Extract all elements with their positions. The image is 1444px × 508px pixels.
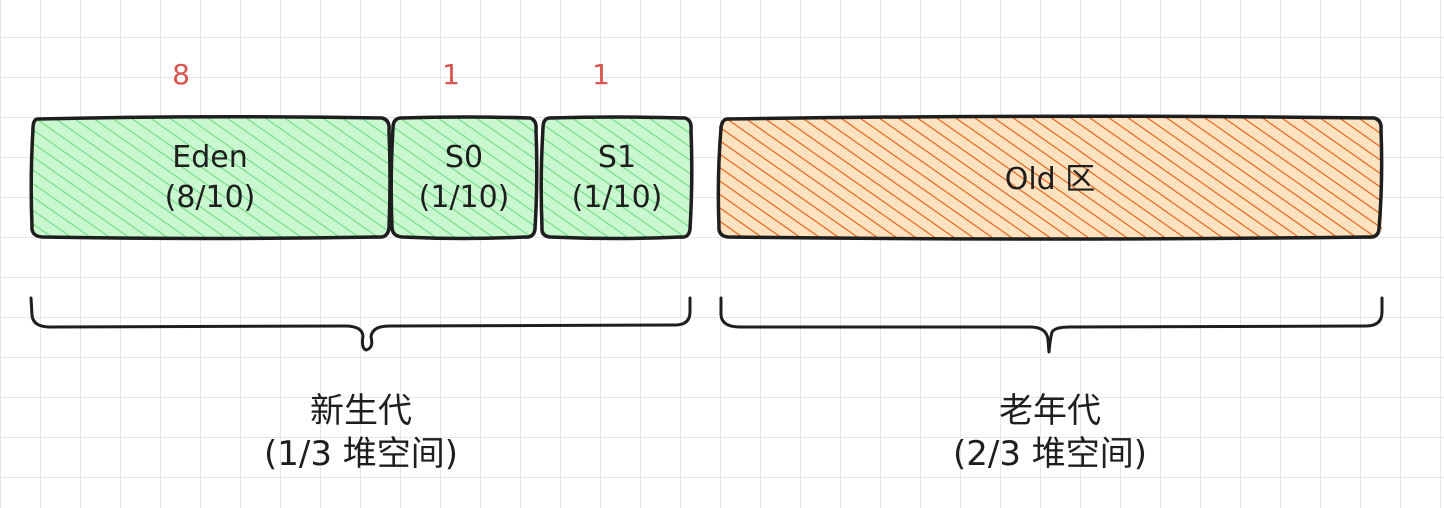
eden-name: Eden (172, 140, 247, 175)
eden-fraction: (8/10) (165, 180, 256, 215)
old-box (719, 118, 1382, 238)
old-region: Old 区 (716, 114, 1384, 241)
s0-fraction: (1/10) (419, 180, 510, 215)
eden-box (31, 118, 389, 238)
young-gen-brace (29, 296, 692, 352)
old-name: Old 区 (1005, 162, 1096, 197)
s0-ratio-label: 1 (442, 58, 460, 91)
s0-box (391, 118, 536, 238)
s1-name: S1 (598, 140, 636, 175)
s1-box (541, 118, 692, 238)
eden-region: Eden (8/10) (29, 114, 392, 241)
young-gen-name: 新生代 (310, 391, 412, 431)
eden-ratio-label: 8 (172, 58, 190, 91)
s1-fraction: (1/10) (572, 180, 663, 215)
old-gen-name: 老年代 (999, 391, 1101, 431)
old-gen-share: (2/3 堆空间) (953, 434, 1147, 474)
s0-name: S0 (445, 140, 483, 175)
old-gen-brace (719, 296, 1384, 354)
s1-ratio-label: 1 (592, 58, 610, 91)
young-gen-share: (1/3 堆空间) (264, 434, 458, 474)
s1-region: S1 (1/10) (539, 115, 694, 241)
s0-region: S0 (1/10) (389, 115, 539, 241)
